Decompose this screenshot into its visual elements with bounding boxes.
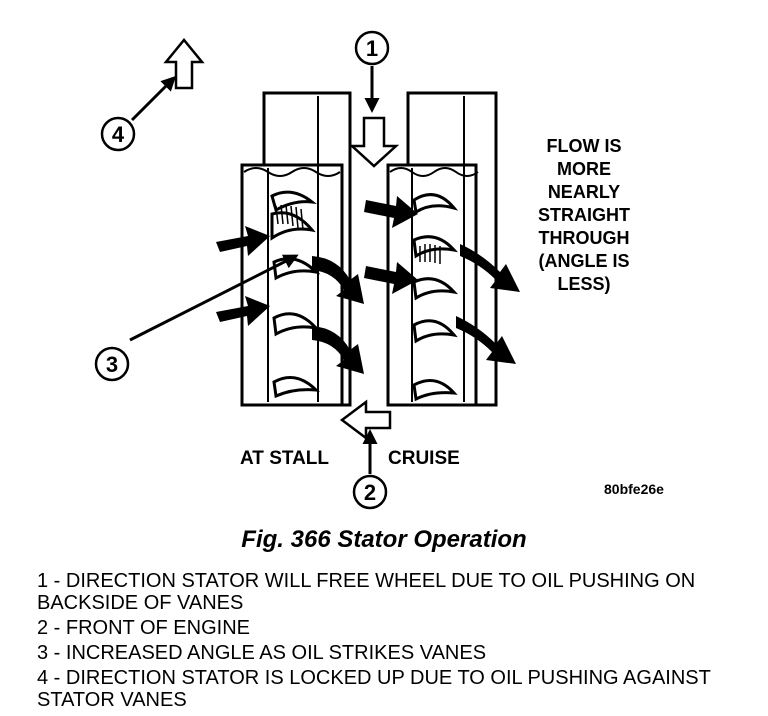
svg-text:NEARLY: NEARLY — [548, 182, 620, 202]
svg-text:1: 1 — [366, 36, 378, 61]
figure-code: 80bfe26e — [604, 481, 664, 497]
flow-arrow — [312, 256, 364, 304]
stall-stator-assembly — [240, 91, 352, 407]
legend-item: 1 - DIRECTION STATOR WILL FREE WHEEL DUE… — [37, 570, 696, 614]
svg-text:2: 2 — [364, 480, 376, 505]
cruise-break-line — [389, 167, 479, 177]
flow-arrow — [364, 196, 418, 228]
svg-text:(ANGLE IS: (ANGLE IS — [538, 251, 629, 271]
flow-arrow — [216, 226, 270, 256]
leader-line-4 — [130, 75, 177, 122]
cruise-stator-assembly — [386, 91, 498, 407]
svg-text:MORE: MORE — [557, 159, 611, 179]
legend-list: 1 - DIRECTION STATOR WILL FREE WHEEL DUE… — [37, 570, 757, 714]
legend-item: 4 - DIRECTION STATOR IS LOCKED UP DUE TO… — [37, 667, 711, 711]
cruise-vane — [412, 277, 459, 301]
flow-arrow — [456, 316, 516, 364]
stall-vane-hatching — [275, 204, 304, 231]
stall-vane — [272, 376, 320, 399]
svg-text:FLOW IS: FLOW IS — [547, 136, 622, 156]
svg-text:4: 4 — [112, 122, 125, 147]
callout-1: 1 — [354, 30, 390, 66]
figure-caption: Fig. 366 Stator Operation — [241, 526, 527, 553]
cruise-vane-hatching — [419, 244, 441, 264]
rotation-direction-arrow — [339, 399, 392, 441]
lockup-direction-arrow — [163, 38, 205, 90]
cruise-vane — [412, 379, 458, 402]
flow-arrow — [312, 326, 364, 374]
callout-2: 2 — [352, 474, 388, 510]
cruise-vane — [412, 193, 459, 215]
stator-diagram: 1 2 3 4 FLOW IS MORE NEARLY STRAIGHT THR… — [94, 30, 664, 510]
svg-text:STRAIGHT: STRAIGHT — [538, 205, 630, 225]
flow-note: FLOW IS MORE NEARLY STRAIGHT THROUGH (AN… — [538, 136, 630, 294]
svg-text:LESS): LESS) — [557, 274, 610, 294]
callout-4: 4 — [100, 116, 136, 152]
stall-break-line — [243, 167, 341, 177]
stall-flow-arrows — [216, 226, 364, 374]
cruise-vane — [412, 319, 458, 344]
legend-item: 3 - INCREASED ANGLE AS OIL STRIKES VANES — [37, 642, 487, 664]
cruise-flow-arrows — [364, 196, 520, 364]
stall-vane — [270, 190, 317, 213]
flow-arrow — [460, 244, 520, 292]
svg-text:3: 3 — [106, 352, 118, 377]
label-at-stall: AT STALL — [240, 448, 329, 469]
label-cruise: CRUISE — [388, 448, 460, 469]
svg-text:THROUGH: THROUGH — [539, 228, 630, 248]
flow-arrow — [216, 296, 270, 326]
free-wheel-direction-arrow — [348, 116, 400, 168]
legend-item: 2 - FRONT OF ENGINE — [37, 617, 250, 639]
cruise-vane — [412, 235, 459, 259]
flow-arrow — [364, 262, 418, 294]
leader-line-3 — [129, 254, 299, 342]
callout-3: 3 — [94, 346, 130, 382]
